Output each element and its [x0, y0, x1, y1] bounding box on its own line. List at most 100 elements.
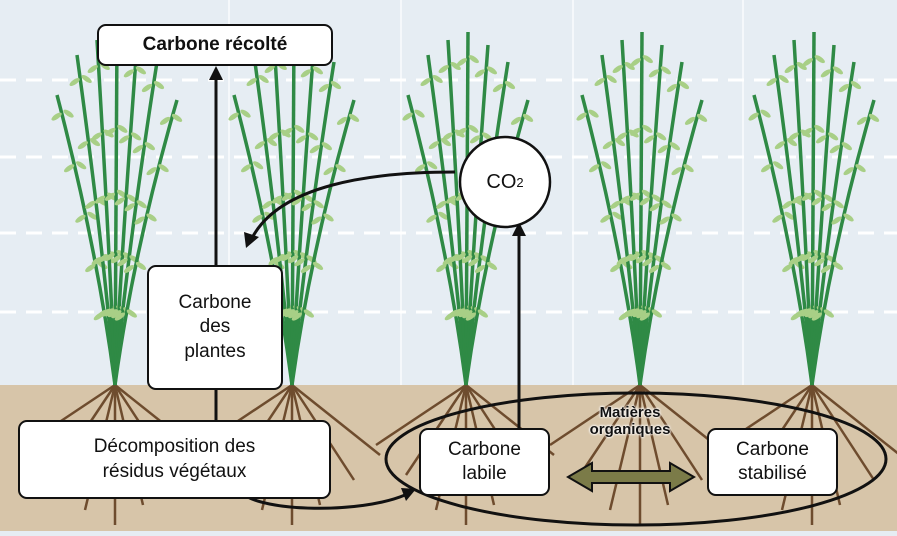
- leaf: [253, 161, 264, 170]
- leaf: [427, 161, 438, 170]
- leaf: [81, 75, 92, 84]
- leaf: [95, 195, 106, 204]
- panel-divider: [742, 0, 744, 531]
- leaf: [808, 310, 819, 319]
- leaf: [135, 261, 147, 270]
- leaf: [240, 109, 251, 118]
- leaf: [801, 308, 812, 317]
- stem: [95, 39, 117, 386]
- leaf: [51, 112, 62, 121]
- leaf: [774, 141, 786, 150]
- leaf: [814, 55, 825, 64]
- leaf: [110, 255, 122, 264]
- decomposition-line-2: résidus végétaux: [102, 460, 247, 482]
- leaf: [461, 255, 473, 264]
- leaf: [829, 145, 840, 154]
- leaf: [748, 112, 759, 121]
- leaf: [772, 214, 783, 223]
- leaf: [815, 135, 827, 144]
- decomposition-box: Décomposition des résidus végétaux: [18, 420, 331, 499]
- leaf: [321, 142, 332, 151]
- leaf: [486, 66, 498, 75]
- leaf: [856, 116, 868, 125]
- leaf: [87, 65, 98, 74]
- leaf: [135, 66, 147, 75]
- leaf: [601, 161, 612, 170]
- leaf: [588, 109, 599, 118]
- leaf: [311, 216, 322, 225]
- leaf: [85, 200, 96, 209]
- leaf: [465, 312, 476, 321]
- stem: [810, 99, 876, 386]
- leaf: [323, 213, 334, 222]
- leaf: [281, 252, 292, 261]
- harvested-carbon-label: Carbone récolté: [142, 33, 288, 55]
- leaf: [841, 142, 852, 151]
- leaf: [104, 192, 116, 201]
- leaf: [760, 109, 771, 118]
- leaf: [671, 213, 682, 222]
- stem: [810, 61, 856, 386]
- leaf: [643, 135, 655, 144]
- leaf: [651, 194, 662, 203]
- leaf: [649, 203, 660, 212]
- leaf: [804, 309, 815, 318]
- leaf: [843, 213, 854, 222]
- leaf: [76, 161, 87, 170]
- stabilized-carbon-line-1: Carbone: [736, 438, 809, 460]
- leaf: [659, 216, 670, 225]
- leaf: [91, 132, 102, 141]
- leaf: [782, 200, 793, 209]
- leaf: [639, 197, 650, 206]
- leaf: [313, 200, 324, 209]
- leaf: [171, 113, 183, 122]
- leaf: [469, 135, 481, 144]
- leaf: [492, 84, 504, 93]
- leaf: [264, 65, 275, 74]
- leaf: [610, 200, 621, 209]
- root: [810, 384, 876, 481]
- leaf: [792, 195, 803, 204]
- leaf: [307, 132, 319, 141]
- flow-arrows: [209, 66, 888, 527]
- leaf: [642, 124, 653, 133]
- leaf: [335, 164, 346, 173]
- leaf: [132, 145, 143, 154]
- leaf: [468, 124, 479, 133]
- leaf: [778, 75, 789, 84]
- leaf: [832, 261, 844, 270]
- leaf: [696, 113, 708, 122]
- leaf: [291, 197, 302, 206]
- arrow-co2-to-plant: [250, 170, 456, 239]
- leaf: [284, 309, 295, 318]
- labile-carbon-line-2: labile: [462, 463, 507, 484]
- leaf: [300, 69, 312, 78]
- leaf: [64, 164, 75, 173]
- leaf: [402, 112, 413, 121]
- leaf: [111, 310, 122, 319]
- leaf: [456, 58, 467, 67]
- leaf: [282, 127, 293, 136]
- leaf: [630, 58, 641, 67]
- leaf: [814, 124, 825, 133]
- leaf: [639, 312, 650, 321]
- harvested-carbon-box: Carbone récolté: [97, 24, 333, 66]
- leaf: [624, 62, 635, 71]
- stem: [113, 99, 179, 386]
- leaf: [784, 65, 795, 74]
- leaf: [117, 258, 128, 267]
- leaf: [458, 309, 469, 318]
- labile-carbon-box: Carbone labile: [419, 428, 550, 496]
- leaf: [823, 309, 834, 318]
- leaf: [136, 200, 147, 209]
- leaf: [75, 214, 86, 223]
- leaf: [576, 112, 587, 121]
- leaf: [802, 58, 813, 67]
- stabilized-carbon-text: Carbone stabilisé: [736, 438, 809, 487]
- leaf: [761, 164, 772, 173]
- leaf: [107, 309, 118, 318]
- leaf: [827, 132, 839, 141]
- stem: [406, 94, 468, 386]
- leaf: [300, 264, 312, 273]
